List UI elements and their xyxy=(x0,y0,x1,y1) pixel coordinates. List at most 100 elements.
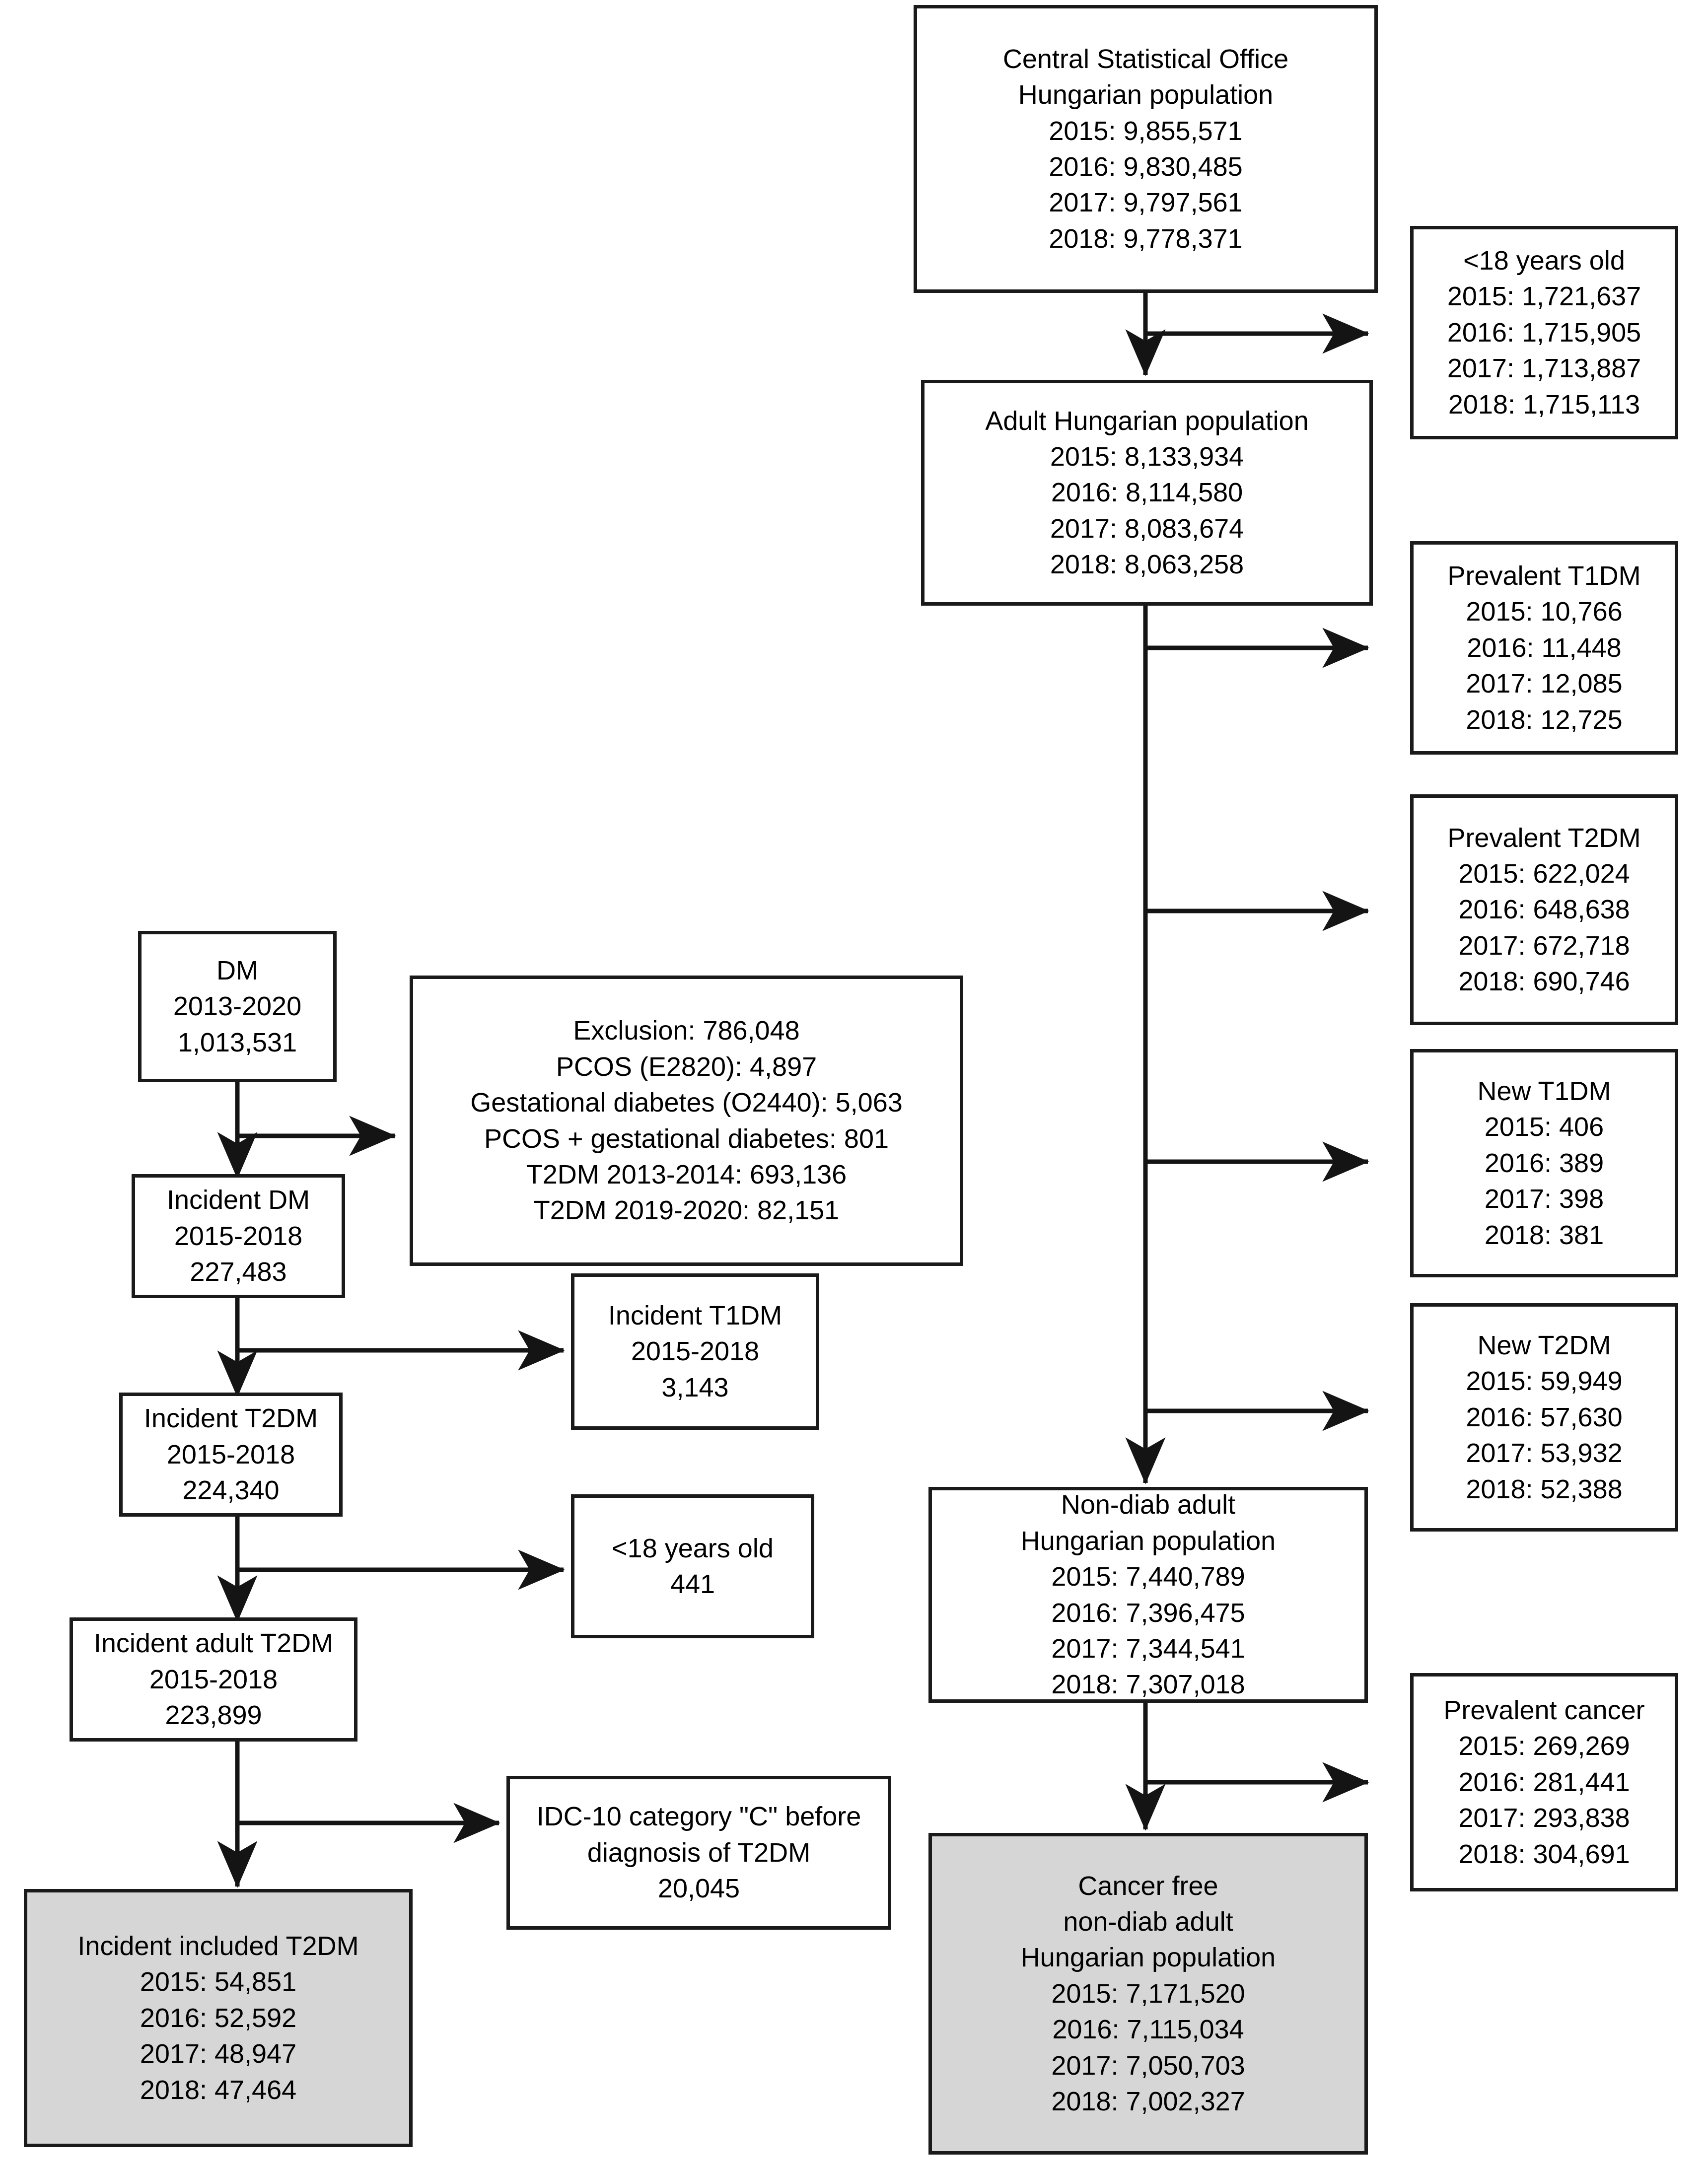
node-under-18-years-old-t2dm: <18 years old 441 xyxy=(571,1494,814,1638)
node-line: PCOS + gestational diabetes: 801 xyxy=(484,1123,889,1154)
node-line: 224,340 xyxy=(182,1475,280,1506)
node-line: Hungarian population xyxy=(1020,1943,1276,1973)
node-line: 2017: 398 xyxy=(1484,1184,1604,1214)
node-line: 2015: 10,766 xyxy=(1466,597,1623,627)
node-line: 2016: 52,592 xyxy=(140,2003,297,2033)
node-line: 227,483 xyxy=(190,1257,287,1287)
node-line: Prevalent T1DM xyxy=(1447,561,1641,591)
node-line: DM xyxy=(216,955,258,985)
node-line: 2018: 12,725 xyxy=(1466,704,1623,735)
node-exclusion: Exclusion: 786,048 PCOS (E2820): 4,897 G… xyxy=(410,976,963,1266)
node-incident-included-t2dm: Incident included T2DM 2015: 54,851 2016… xyxy=(24,1889,413,2147)
node-line: 2016: 7,115,034 xyxy=(1052,2015,1244,2045)
node-line: Exclusion: 786,048 xyxy=(573,1016,800,1046)
node-idc-10-category-c-before-diagnosis: IDC-10 category "C" before diagnosis of … xyxy=(506,1776,891,1930)
node-line: 2016: 648,638 xyxy=(1458,895,1630,925)
node-line: Non-diab adult xyxy=(1061,1490,1236,1520)
node-line: Incident adult T2DM xyxy=(93,1628,334,1659)
node-line: 1,013,531 xyxy=(177,1027,297,1057)
node-line: 2015-2018 xyxy=(174,1221,303,1251)
node-line: 2017: 7,344,541 xyxy=(1051,1633,1245,1664)
node-incident-t2dm: Incident T2DM 2015-2018 224,340 xyxy=(119,1393,343,1517)
node-incident-t1dm: Incident T1DM 2015-2018 3,143 xyxy=(571,1273,819,1430)
node-line: 2017: 8,083,674 xyxy=(1050,513,1244,544)
node-non-diab-adult-hungarian-population: Non-diab adult Hungarian population 2015… xyxy=(928,1487,1368,1703)
node-line: 2015: 8,133,934 xyxy=(1050,441,1244,472)
node-line: 2017: 53,932 xyxy=(1466,1438,1623,1468)
node-line: T2DM 2013-2014: 693,136 xyxy=(526,1159,847,1189)
node-line: 2016: 8,114,580 xyxy=(1051,478,1243,508)
node-line: 2017: 293,838 xyxy=(1458,1803,1630,1833)
node-line: 2018: 381 xyxy=(1484,1220,1604,1250)
node-line: 2015: 269,269 xyxy=(1458,1731,1630,1761)
node-line: 441 xyxy=(670,1569,715,1599)
node-line: 2015-2018 xyxy=(166,1439,295,1469)
node-line: 2015-2018 xyxy=(149,1664,278,1694)
node-prevalent-t2dm: Prevalent T2DM 2015: 622,024 2016: 648,6… xyxy=(1410,794,1678,1025)
node-line: 2016: 281,441 xyxy=(1458,1767,1630,1797)
node-line: 2018: 47,464 xyxy=(140,2075,297,2105)
node-line: 2015: 406 xyxy=(1484,1112,1604,1142)
node-dm-2013-2020: DM 2013-2020 1,013,531 xyxy=(138,931,337,1082)
node-line: diagnosis of T2DM xyxy=(587,1837,811,1868)
node-line: 2015: 7,440,789 xyxy=(1051,1562,1245,1592)
node-line: 2016: 9,830,485 xyxy=(1049,152,1243,182)
node-under-18-years-old-population: <18 years old 2015: 1,721,637 2016: 1,71… xyxy=(1410,226,1678,439)
node-line: Incident DM xyxy=(166,1185,310,1215)
node-line: 2015: 9,855,571 xyxy=(1049,116,1243,146)
node-line: 2018: 304,691 xyxy=(1458,1839,1630,1869)
node-line: 2018: 52,388 xyxy=(1466,1474,1623,1504)
node-line: 20,045 xyxy=(657,1874,740,1904)
node-line: 2018: 7,002,327 xyxy=(1051,2086,1245,2116)
node-line: 2017: 48,947 xyxy=(140,2039,297,2069)
node-line: 2017: 12,085 xyxy=(1466,669,1623,699)
node-line: 2013-2020 xyxy=(173,991,302,1022)
node-line: 223,899 xyxy=(165,1700,262,1731)
node-line: IDC-10 category "C" before xyxy=(536,1802,861,1832)
node-line: 2016: 57,630 xyxy=(1466,1402,1623,1432)
node-line: Hungarian population xyxy=(1018,80,1274,110)
node-incident-adult-t2dm: Incident adult T2DM 2015-2018 223,899 xyxy=(70,1617,357,1742)
node-line: non-diab adult xyxy=(1063,1907,1233,1937)
node-new-t1dm: New T1DM 2015: 406 2016: 389 2017: 398 2… xyxy=(1410,1049,1678,1277)
node-line: 2017: 1,713,887 xyxy=(1447,353,1641,384)
node-line: 2018: 8,063,258 xyxy=(1050,550,1244,580)
node-line: 2015: 7,171,520 xyxy=(1051,1978,1245,2009)
node-line: Adult Hungarian population xyxy=(985,406,1309,436)
node-line: 2018: 7,307,018 xyxy=(1051,1670,1245,1700)
node-line: <18 years old xyxy=(1463,246,1625,276)
node-line: Central Statistical Office xyxy=(1002,44,1289,74)
node-line: Hungarian population xyxy=(1020,1526,1276,1556)
node-line: Incident T2DM xyxy=(143,1403,318,1434)
node-incident-dm: Incident DM 2015-2018 227,483 xyxy=(132,1174,345,1298)
node-line: 2018: 9,778,371 xyxy=(1049,223,1243,254)
node-cancer-free-non-diab-adult-hungarian-population: Cancer free non-diab adult Hungarian pop… xyxy=(928,1833,1368,2155)
node-line: Prevalent cancer xyxy=(1443,1695,1645,1726)
node-line: 2017: 9,797,561 xyxy=(1049,188,1243,218)
node-line: New T2DM xyxy=(1477,1330,1611,1361)
node-line: 2015-2018 xyxy=(631,1336,760,1367)
node-line: 2017: 672,718 xyxy=(1458,930,1630,961)
node-line: Gestational diabetes (O2440): 5,063 xyxy=(470,1088,903,1118)
node-line: <18 years old xyxy=(612,1533,774,1563)
node-line: 2015: 54,851 xyxy=(140,1967,297,1997)
node-line: 2016: 389 xyxy=(1484,1148,1604,1178)
node-line: 2015: 59,949 xyxy=(1466,1366,1623,1397)
node-line: New T1DM xyxy=(1477,1076,1611,1107)
node-line: Cancer free xyxy=(1078,1871,1218,1901)
node-adult-hungarian-population: Adult Hungarian population 2015: 8,133,9… xyxy=(921,380,1373,606)
node-line: PCOS (E2820): 4,897 xyxy=(556,1051,817,1082)
node-line: Incident T1DM xyxy=(608,1300,783,1330)
node-central-statistical-office: Central Statistical Office Hungarian pop… xyxy=(914,5,1378,293)
node-line: 2017: 7,050,703 xyxy=(1051,2050,1245,2081)
node-line: T2DM 2019-2020: 82,151 xyxy=(533,1195,840,1226)
node-line: 2016: 7,396,475 xyxy=(1051,1598,1245,1628)
node-line: 3,143 xyxy=(661,1372,729,1402)
node-line: 2015: 1,721,637 xyxy=(1447,281,1641,312)
node-prevalent-t1dm: Prevalent T1DM 2015: 10,766 2016: 11,448… xyxy=(1410,541,1678,755)
node-line: 2018: 690,746 xyxy=(1458,967,1630,997)
node-prevalent-cancer: Prevalent cancer 2015: 269,269 2016: 281… xyxy=(1410,1673,1678,1891)
node-line: 2015: 622,024 xyxy=(1458,858,1630,889)
node-new-t2dm: New T2DM 2015: 59,949 2016: 57,630 2017:… xyxy=(1410,1303,1678,1532)
